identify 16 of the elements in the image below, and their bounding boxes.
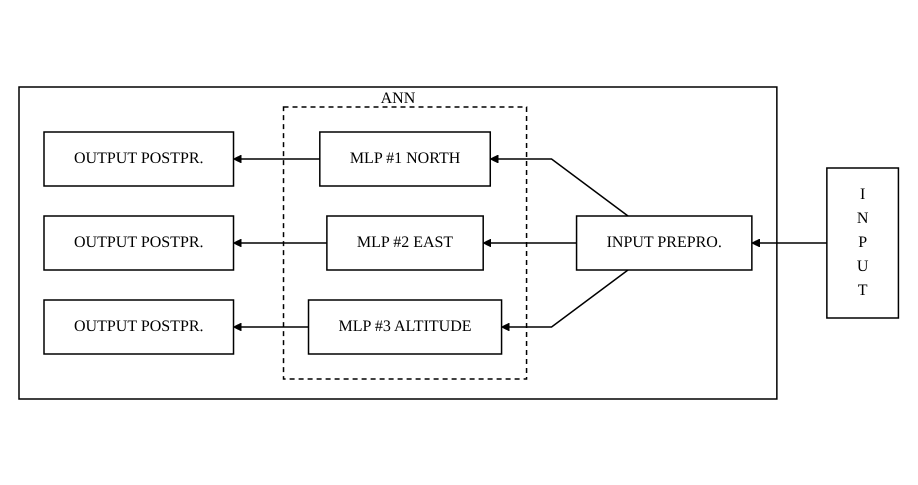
node-box: MLP #1 NORTH <box>319 130 492 186</box>
node-box: OUTPUT POSTPR. <box>44 214 235 270</box>
arrow <box>233 238 328 247</box>
arrow <box>501 268 629 331</box>
arrow <box>233 154 320 163</box>
node-box: MLP #2 EAST <box>326 214 484 270</box>
node-box: OUTPUT POSTPR. <box>44 298 235 354</box>
arrow <box>490 154 629 216</box>
cluster <box>283 106 528 380</box>
node-box: MLP #3 ALTITUDE <box>308 298 503 354</box>
arrow <box>233 322 309 331</box>
arrow <box>752 238 828 247</box>
arrow <box>483 238 577 247</box>
node-box: I N P U T <box>826 166 900 318</box>
node-box: OUTPUT POSTPR. <box>44 130 235 186</box>
node-box: INPUT PREPRO. <box>576 214 753 270</box>
